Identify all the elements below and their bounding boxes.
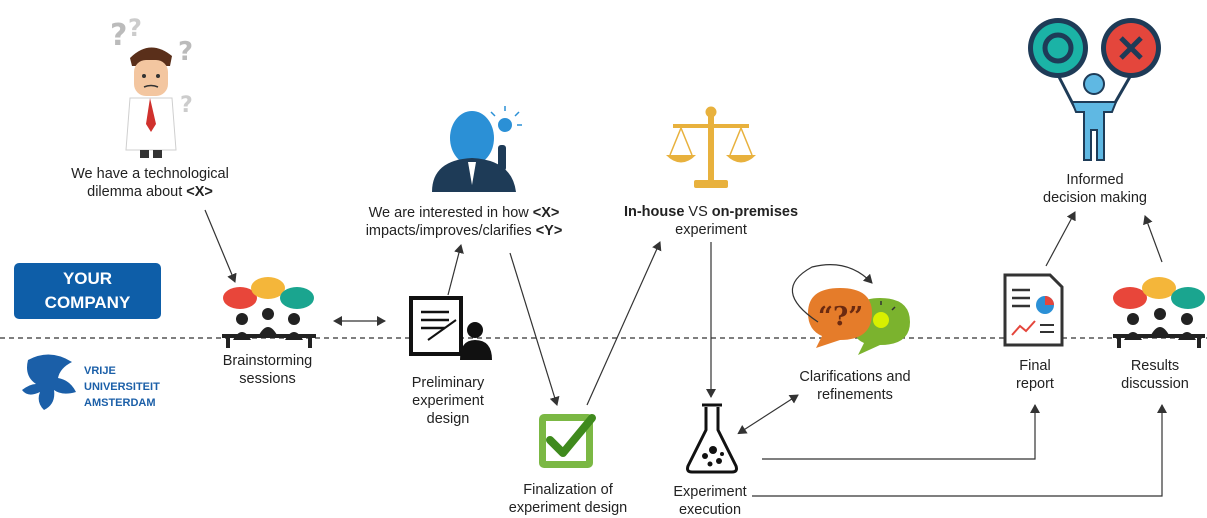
vu-griffin-logo: [22, 354, 76, 410]
results-discussion-icon: [1113, 277, 1205, 348]
chat-bubbles-icon: “?”: [808, 288, 910, 355]
flask-icon: [686, 403, 738, 474]
check-mark-icon: [539, 414, 596, 468]
thinking-person-icon: [432, 106, 522, 192]
svg-text:?: ?: [178, 37, 193, 67]
arrow-dilemma-to-brainstorm: [204, 209, 237, 283]
preliminary-design-label: Preliminary experiment design: [411, 375, 485, 427]
clarifications-label: Clarifications and refinements: [799, 369, 911, 403]
arrow-results-to-decision: [1143, 215, 1163, 263]
inhouse-vs-onpremises-label: In-house VS on-premises experiment: [623, 204, 799, 238]
decision-person-icon: [1028, 18, 1161, 161]
interest-label: We are interested in how <X> impacts/imp…: [365, 205, 563, 239]
vu-university-name: VRIJE UNIVERSITEIT AMSTERDAM: [84, 365, 160, 409]
svg-text:“?”: “?”: [818, 302, 863, 332]
brainstorming-label: Brainstorming sessions: [222, 353, 313, 387]
arrow-report-to-decision: [1045, 211, 1076, 267]
results-discussion-label: Results discussion: [1121, 358, 1189, 392]
arrow-interest-to-finalization: [509, 252, 560, 406]
arrow-execution-clarifications: [737, 394, 799, 435]
informed-decision-label: Informed decision making: [1043, 172, 1147, 206]
balance-scale-icon: [666, 106, 756, 188]
svg-text:?: ?: [128, 14, 142, 42]
finalization-label: Finalization of experiment design: [508, 482, 628, 516]
svg-text:?: ?: [180, 93, 193, 118]
brainstorming-icon: [222, 277, 316, 348]
arrow-preliminary-to-interest: [447, 244, 464, 296]
arrow-clarification-loop: [791, 264, 873, 323]
dilemma-label: We have a technological dilemma about <X…: [71, 166, 229, 200]
confused-man-icon: ? ? ? ?: [110, 14, 193, 158]
presentation-board-icon: [409, 296, 492, 360]
arrow-execution-to-results: [752, 404, 1167, 497]
svg-text:?: ?: [110, 18, 127, 53]
flow-arrows: [204, 209, 1167, 497]
execution-label: Experiment execution: [673, 484, 747, 518]
arrow-execution-to-report: [762, 404, 1040, 460]
final-report-label: Final report: [1016, 358, 1054, 392]
report-document-icon: [1003, 273, 1064, 347]
your-company-badge: YOUR COMPANY: [14, 263, 161, 319]
arrow-finalization-to-inhouse: [586, 241, 662, 406]
